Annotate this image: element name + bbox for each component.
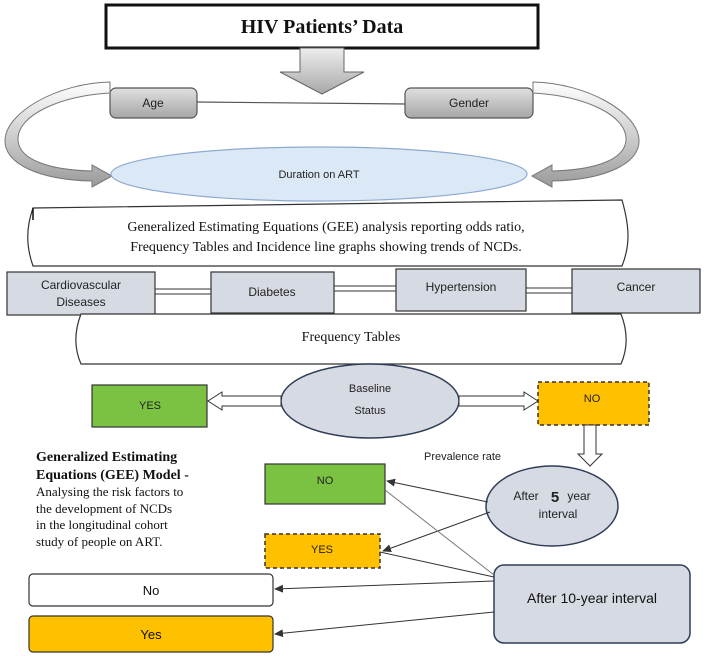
five-year-no-label: NO (317, 475, 334, 487)
five-year-year: year (567, 489, 590, 503)
hollow-arrow-to-no (458, 391, 539, 411)
gee-model-heading: Generalized Estimating Equations (GEE) M… (36, 449, 264, 484)
arrow-10y-to-no (274, 580, 495, 593)
hollow-arrow-to-yes (207, 391, 282, 411)
ten-year-no-box: No (28, 573, 274, 607)
age-label: Age (142, 96, 164, 110)
baseline-yes-label: YES (139, 400, 161, 412)
gee-analysis-line2: Frequency Tables and Incidence line grap… (130, 240, 521, 255)
ten-year-label: After 10-year interval (527, 590, 657, 606)
ten-year-yes-label: Yes (140, 627, 162, 642)
five-year-ellipse: After 5 year interval (485, 465, 619, 547)
prevalence-rate-label: Prevalence rate (424, 451, 501, 463)
diagram-title: HIV Patients’ Data (241, 16, 404, 38)
cancer-box: Cancer (571, 268, 701, 314)
gender-label: Gender (449, 96, 489, 110)
down-arrow-title (279, 47, 365, 95)
line-no-to-10y (384, 489, 495, 576)
gee-model-heading-line1: Generalized Estimating (36, 450, 178, 465)
baseline-line1: Baseline (349, 383, 391, 395)
curved-arrow-right (530, 81, 640, 188)
ten-year-box: After 10-year interval (493, 564, 691, 644)
cardiovascular-box: Cardiovascular Diseases (6, 271, 156, 316)
arrow-5y-to-no (386, 478, 489, 503)
gender-box: Gender (404, 87, 534, 119)
cancer-label: Cancer (617, 280, 656, 294)
age-gender-connector (195, 101, 408, 105)
arrow-5y-to-yes (382, 511, 491, 553)
line-yes-to-10y (379, 551, 495, 578)
five-year-yes-label: YES (311, 544, 333, 556)
gee-model-text-line: in the longitudinal cohort (36, 517, 168, 533)
frequency-tables-box: Frequency Tables (75, 313, 627, 365)
baseline-line2: Status (354, 405, 386, 417)
gee-analysis-box: Generalized Estimating Equations (GEE) a… (27, 199, 629, 267)
gee-model-heading-line2: Equations (GEE) Model - (36, 467, 189, 483)
title-box: HIV Patients’ Data (104, 3, 540, 50)
hollow-arrow-down (576, 424, 604, 467)
cardio-line2: Diseases (56, 295, 105, 309)
baseline-no-box: NO (537, 381, 650, 426)
hypertension-box: Hypertension (395, 268, 527, 312)
gee-model-note: Generalized Estimating Equations (GEE) M… (36, 449, 264, 551)
five-year-after: After (513, 489, 538, 503)
baseline-ellipse: Baseline Status (280, 363, 460, 439)
diabetes-box: Diabetes (210, 271, 335, 314)
duration-label: Duration on ART (278, 169, 359, 181)
five-year-number: 5 (551, 489, 559, 506)
duration-ellipse: Duration on ART (110, 146, 528, 202)
baseline-yes-box: YES (91, 384, 208, 428)
baseline-no-label: NO (584, 393, 601, 405)
ten-year-no-label: No (143, 583, 160, 598)
arrow-10y-to-yes (274, 611, 495, 638)
gee-model-text-line: Analysing the risk factors to (36, 484, 184, 500)
five-year-no-box: NO (264, 463, 386, 505)
five-year-interval: interval (539, 507, 578, 521)
age-box: Age (109, 87, 198, 119)
frequency-tables-label: Frequency Tables (302, 330, 401, 345)
five-year-yes-box: YES (264, 533, 381, 569)
cardio-line1: Cardiovascular (41, 278, 121, 292)
gee-model-text-line: the development of NCDs (36, 500, 173, 516)
diabetes-label: Diabetes (248, 285, 295, 299)
ten-year-yes-box: Yes (28, 615, 274, 653)
hypertension-label: Hypertension (426, 280, 497, 294)
gee-model-text-line: study of people on ART. (36, 533, 163, 549)
gee-analysis-line1: Generalized Estimating Equations (GEE) a… (127, 220, 524, 235)
curved-arrow-left (4, 81, 114, 188)
